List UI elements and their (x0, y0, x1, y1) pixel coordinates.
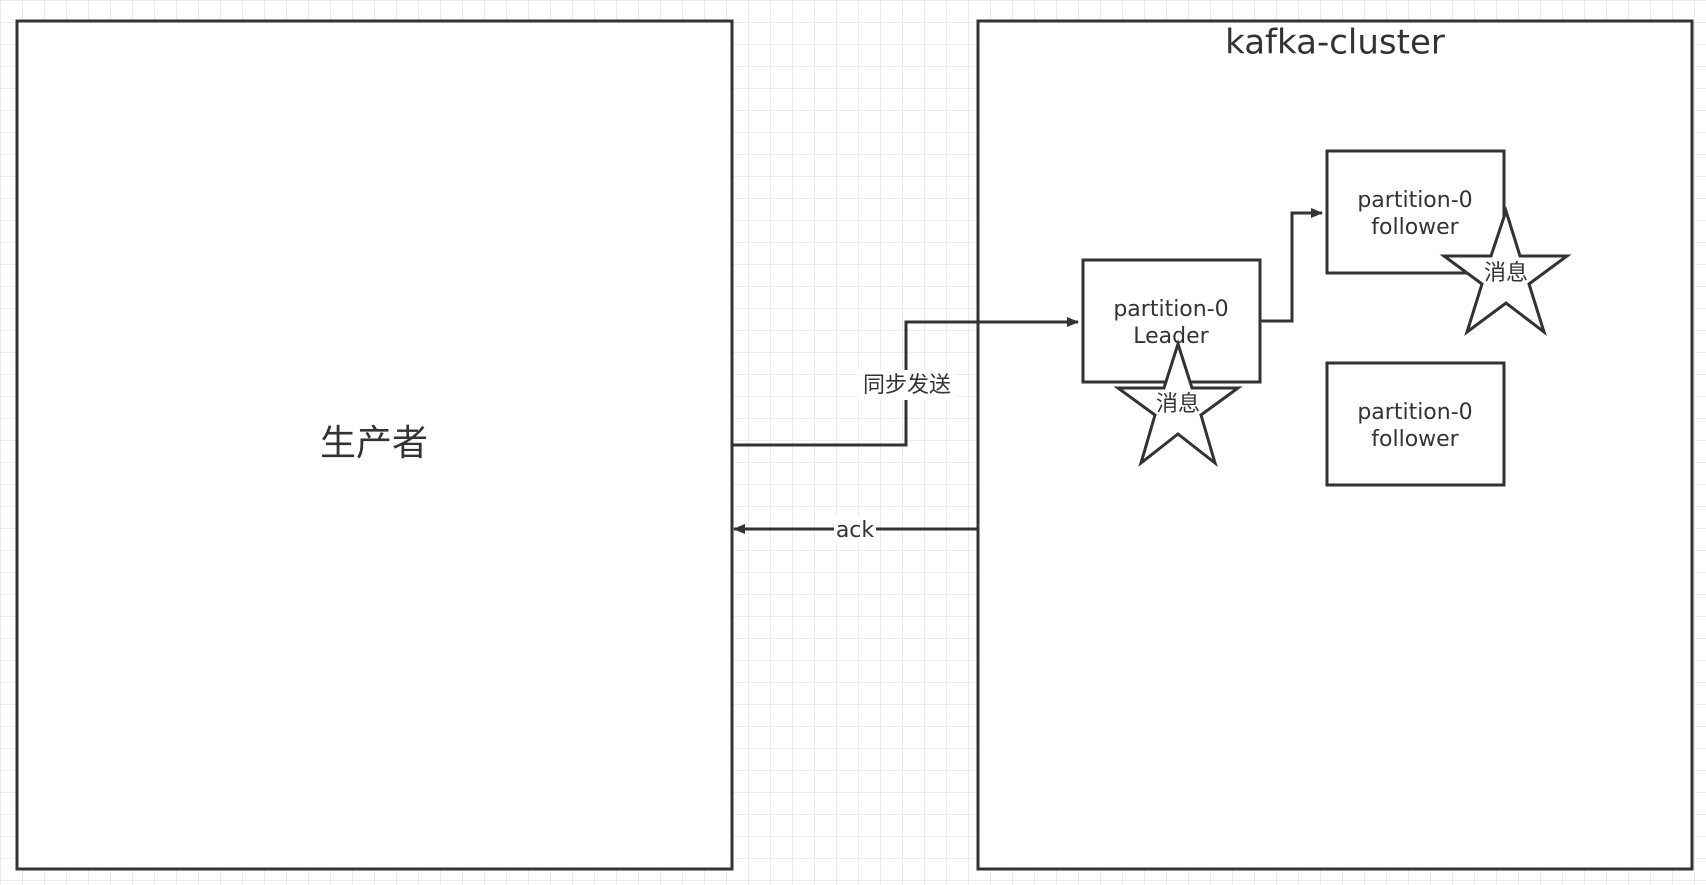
star-icon (1113, 339, 1243, 468)
follower-2-line1: partition-0 (1357, 400, 1472, 425)
follower-star-label: 消息 (1484, 261, 1528, 286)
producer-node[interactable]: 生产者 (15, 19, 734, 871)
follower-2-line2: follower (1371, 427, 1459, 452)
leader-partition-node[interactable]: partition-0 Leader (1081, 258, 1262, 384)
ack-edge[interactable]: ack (733, 516, 977, 543)
follower-message-star[interactable]: 消息 (1439, 206, 1572, 337)
follower-1-line2: follower (1371, 215, 1459, 240)
follower-1-node[interactable]: partition-0 follower (1325, 149, 1506, 275)
follower-2-node[interactable]: partition-0 follower (1325, 361, 1506, 487)
leader-star-label: 消息 (1156, 392, 1200, 417)
sync-send-edge[interactable]: 同步发送 (733, 317, 1079, 447)
follower-1-line1: partition-0 (1357, 188, 1472, 213)
replication-edge[interactable] (1260, 208, 1323, 323)
leader-line2: Leader (1133, 324, 1209, 349)
producer-label: 生产者 (320, 423, 428, 464)
star-icon (1439, 206, 1572, 337)
ack-label: ack (836, 518, 875, 543)
cluster-title: kafka-cluster (1225, 23, 1445, 63)
leader-line1: partition-0 (1113, 297, 1228, 322)
leader-message-star[interactable]: 消息 (1113, 339, 1243, 468)
sync-send-label: 同步发送 (863, 373, 951, 398)
